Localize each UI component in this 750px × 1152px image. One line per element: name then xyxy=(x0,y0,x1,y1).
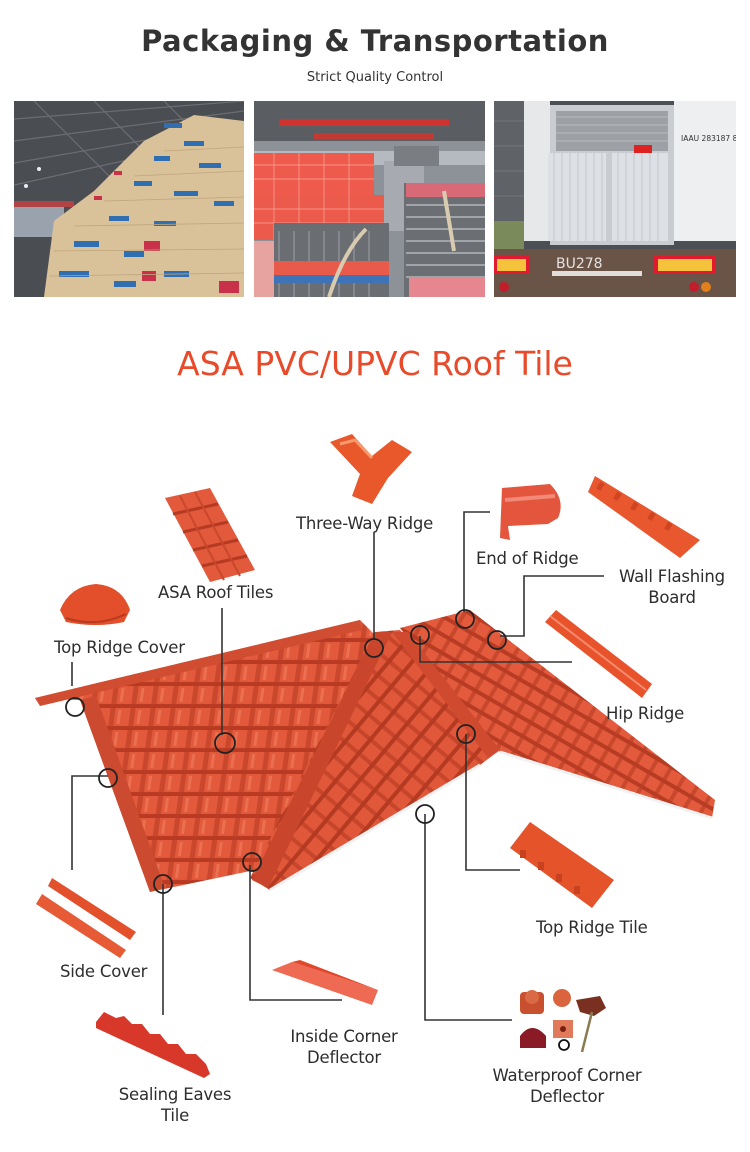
label-hip-ridge: Hip Ridge xyxy=(606,704,685,723)
callout-end-of-ridge xyxy=(455,609,475,629)
label-side-cover: Side Cover xyxy=(60,962,148,981)
roof-illustration xyxy=(35,434,715,1078)
label-inside-corner-line2: Deflector xyxy=(306,1048,382,1067)
callout-inside-corner xyxy=(242,852,262,872)
label-sealing-eaves-line1: Sealing Eaves xyxy=(118,1085,232,1104)
three-way-ridge-icon xyxy=(330,434,412,504)
label-waterproof-corner-deflector: Waterproof Corner Deflector xyxy=(486,1065,648,1107)
warehouse-sacks-photo xyxy=(14,101,244,297)
label-top-ridge-tile: Top Ridge Tile xyxy=(536,918,648,937)
label-wall-flashing-board: Wall Flashing Board xyxy=(612,566,732,608)
top-ridge-cover-icon xyxy=(60,584,130,625)
label-wall-flashing-line1: Wall Flashing xyxy=(619,567,725,586)
label-waterproof-corner-line1: Waterproof Corner xyxy=(492,1066,642,1085)
product-title: ASA PVC/UPVC Roof Tile xyxy=(177,344,573,383)
label-asa-roof-tiles: ASA Roof Tiles xyxy=(158,583,274,602)
asa-roof-tiles-icon xyxy=(165,488,255,582)
callout-side-cover xyxy=(98,768,118,788)
end-of-ridge-icon xyxy=(500,484,561,540)
top-ridge-tile-icon xyxy=(510,822,614,908)
side-cover-icon xyxy=(36,878,136,958)
roof-left-slope xyxy=(35,620,380,892)
label-end-of-ridge: End of Ridge xyxy=(476,549,579,568)
hip-ridge-icon xyxy=(545,610,652,698)
label-top-ridge-cover: Top Ridge Cover xyxy=(54,638,185,657)
callout-top-ridge-tile xyxy=(456,724,476,744)
label-inside-corner-line1: Inside Corner xyxy=(290,1027,398,1046)
packaging-subheading: Strict Quality Control xyxy=(306,70,444,85)
roof-front-slope xyxy=(250,630,500,890)
label-sealing-eaves-line2: Tile xyxy=(160,1106,190,1125)
label-waterproof-corner-line2: Deflector xyxy=(529,1087,605,1106)
label-three-way-ridge: Three-Way Ridge xyxy=(296,514,434,533)
callout-waterproof-corner xyxy=(415,804,435,824)
callout-three-way-ridge xyxy=(364,638,384,658)
callout-hip-ridge xyxy=(410,625,430,645)
label-wall-flashing-line2: Board xyxy=(648,588,696,607)
label-sealing-eaves-tile: Sealing Eaves Tile xyxy=(110,1084,240,1126)
container-code-text: IAAU 283187 8 xyxy=(681,134,736,143)
license-plate-text: BU278 xyxy=(556,256,603,272)
packaging-heading: Packaging & Transportation xyxy=(141,24,609,58)
label-inside-corner-deflector: Inside Corner Deflector xyxy=(284,1026,404,1068)
callout-asa-roof-tiles xyxy=(214,732,236,754)
callout-sealing-eaves xyxy=(153,874,173,894)
waterproof-corner-deflector-icon xyxy=(520,989,606,1053)
inside-corner-deflector-icon xyxy=(272,960,378,1005)
loaded-container-photo: IAAU 283187 8 BU278 xyxy=(494,101,736,297)
roof-tile-diagram: Three-Way Ridge End of Ridge ASA Roof Ti… xyxy=(0,400,750,1152)
callout-wall-flashing xyxy=(487,630,507,650)
wall-flashing-board-icon xyxy=(588,476,700,558)
stacked-roof-tiles-photo xyxy=(254,101,485,297)
callout-top-ridge-cover xyxy=(65,697,85,717)
sealing-eaves-tile-icon xyxy=(96,1012,210,1078)
